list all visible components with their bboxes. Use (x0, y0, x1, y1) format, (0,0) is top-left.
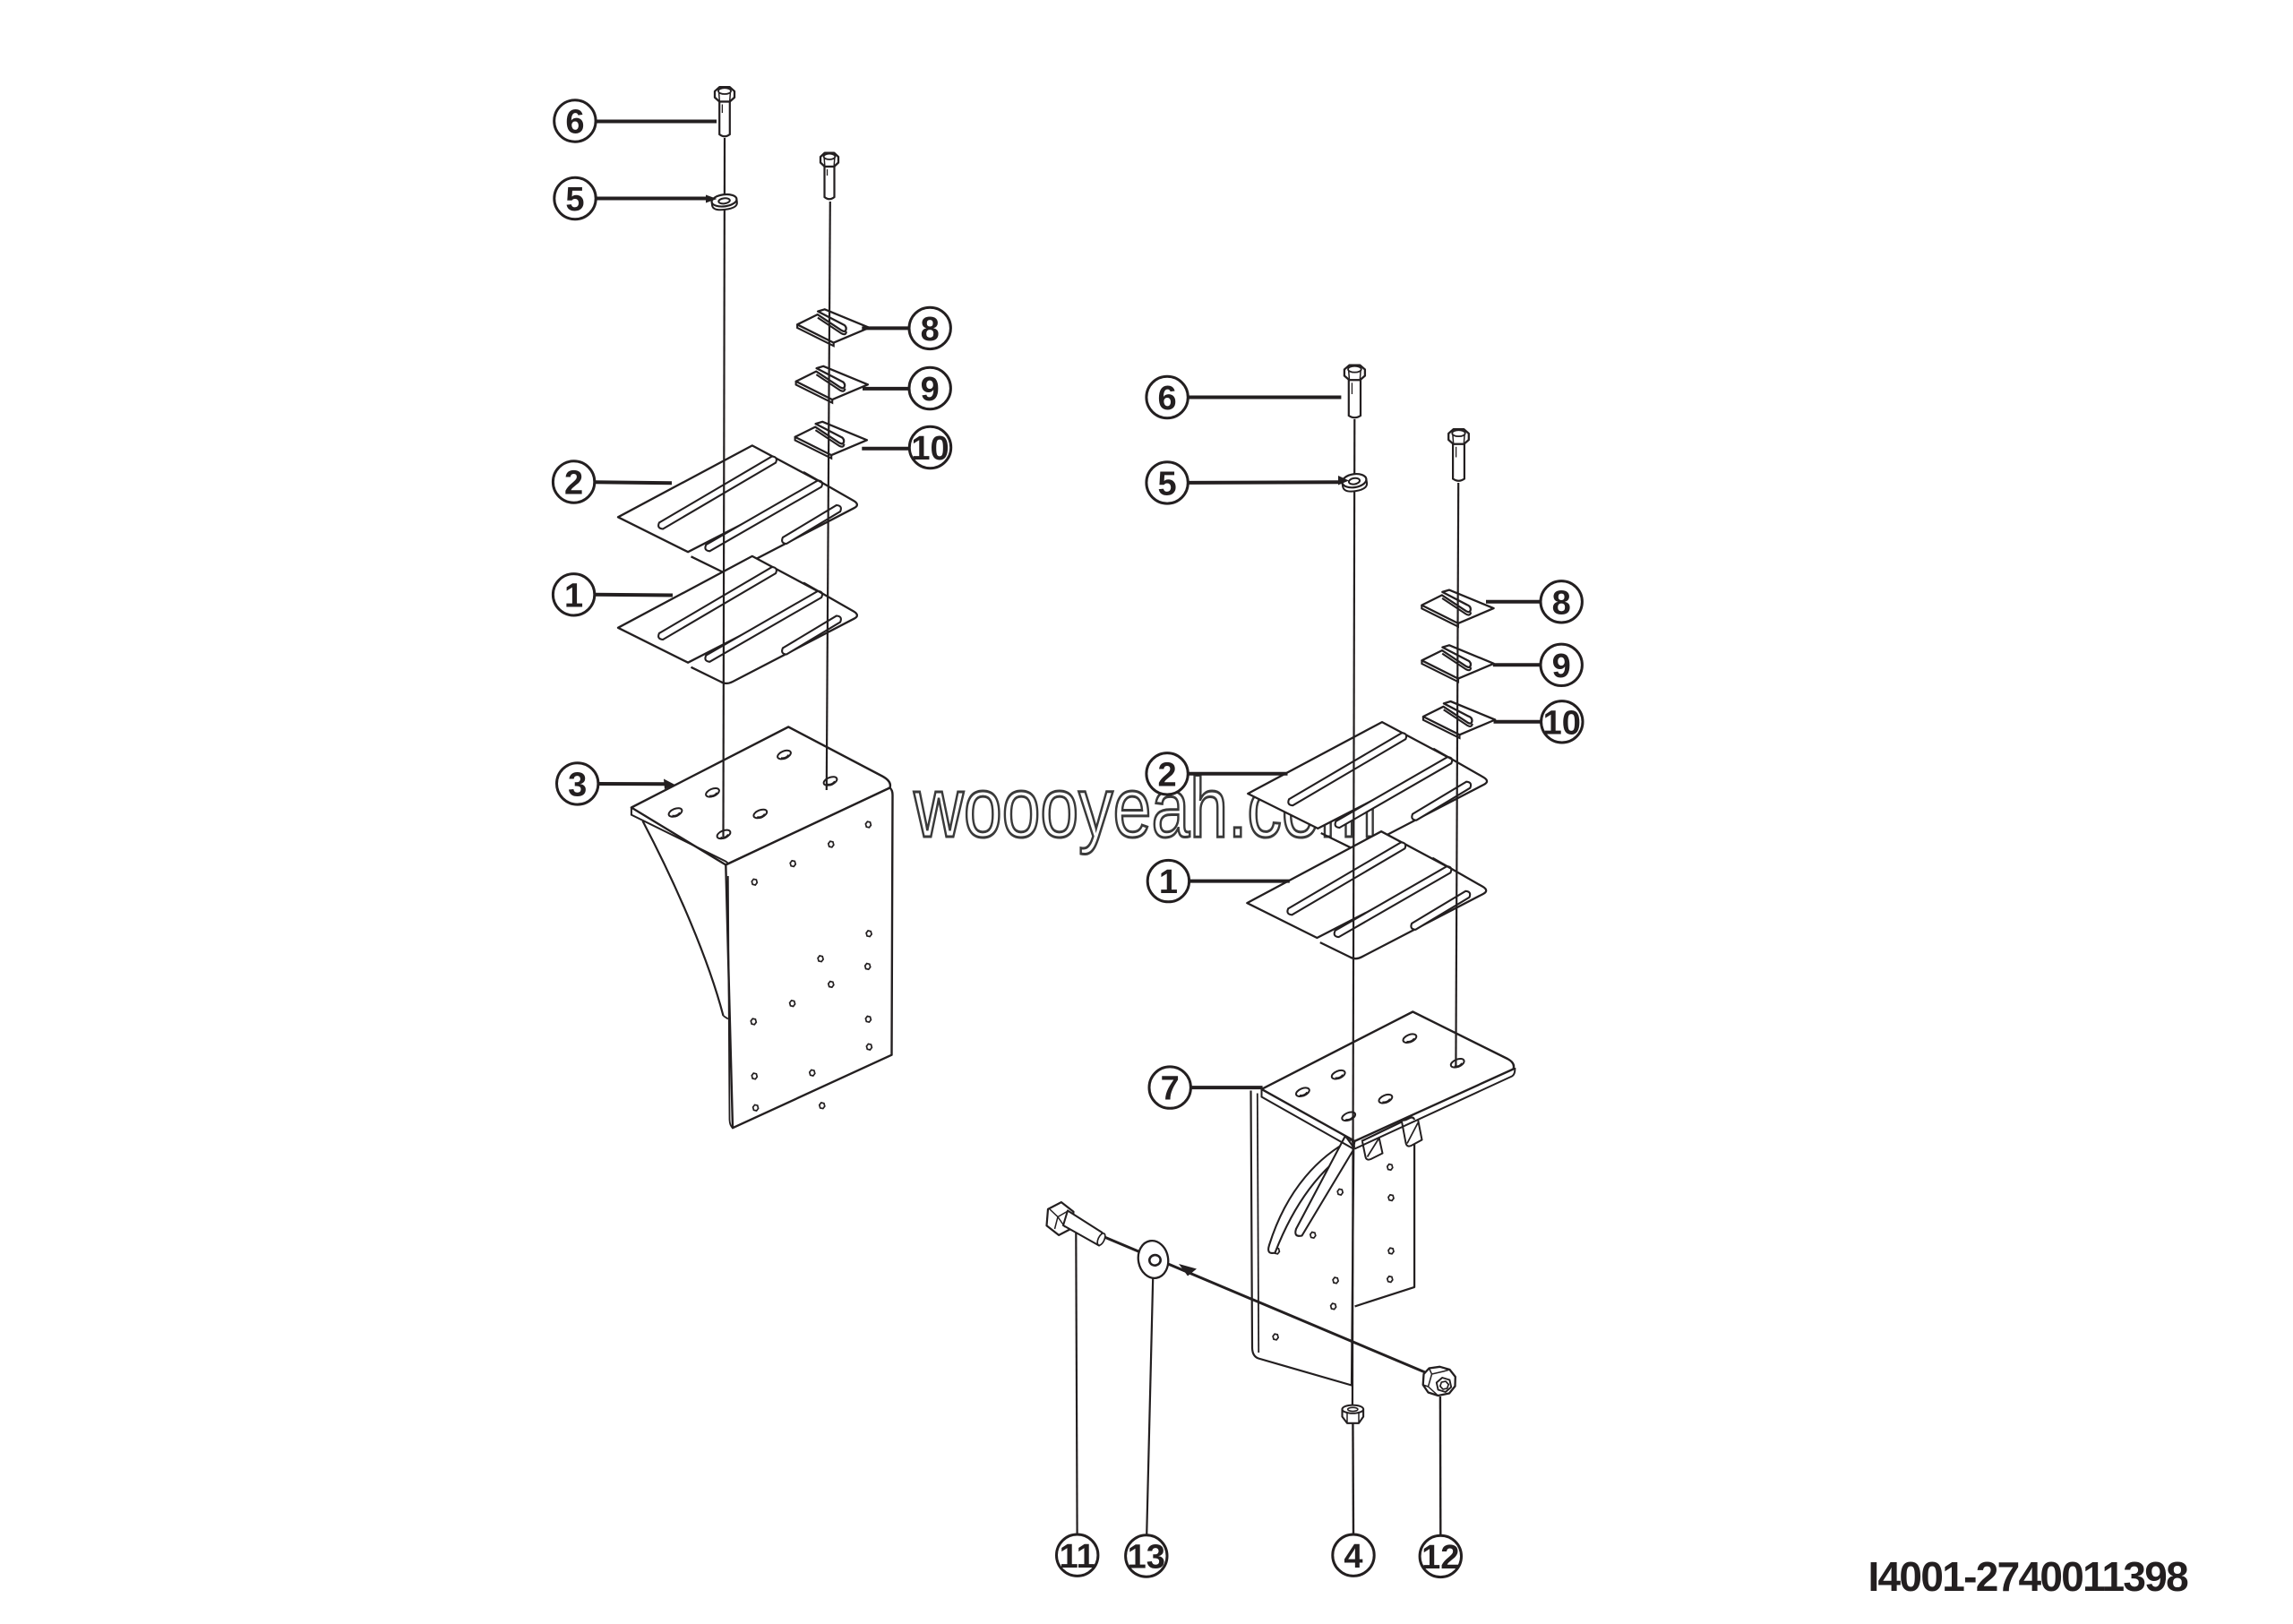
svg-text:1: 1 (1159, 864, 1178, 901)
svg-text:2: 2 (1158, 756, 1177, 794)
svg-text:6: 6 (1158, 380, 1177, 417)
svg-text:10: 10 (1543, 704, 1581, 742)
svg-text:8: 8 (1552, 584, 1571, 622)
svg-text:8: 8 (921, 311, 940, 348)
svg-text:5: 5 (565, 181, 584, 219)
svg-text:9: 9 (1552, 648, 1571, 685)
svg-text:1: 1 (564, 577, 583, 614)
svg-text:12: 12 (1421, 1539, 1459, 1577)
svg-text:3: 3 (568, 767, 587, 804)
svg-text:6: 6 (565, 104, 584, 142)
svg-text:I4001-2740011398: I4001-2740011398 (1868, 1553, 2188, 1600)
svg-text:7: 7 (1161, 1070, 1180, 1108)
svg-text:9: 9 (921, 371, 940, 408)
svg-text:4: 4 (1344, 1538, 1362, 1576)
svg-text:11: 11 (1060, 1538, 1095, 1576)
svg-text:5: 5 (1158, 466, 1177, 503)
svg-text:2: 2 (564, 465, 583, 503)
svg-text:10: 10 (911, 430, 949, 468)
svg-text:13: 13 (1128, 1539, 1165, 1577)
